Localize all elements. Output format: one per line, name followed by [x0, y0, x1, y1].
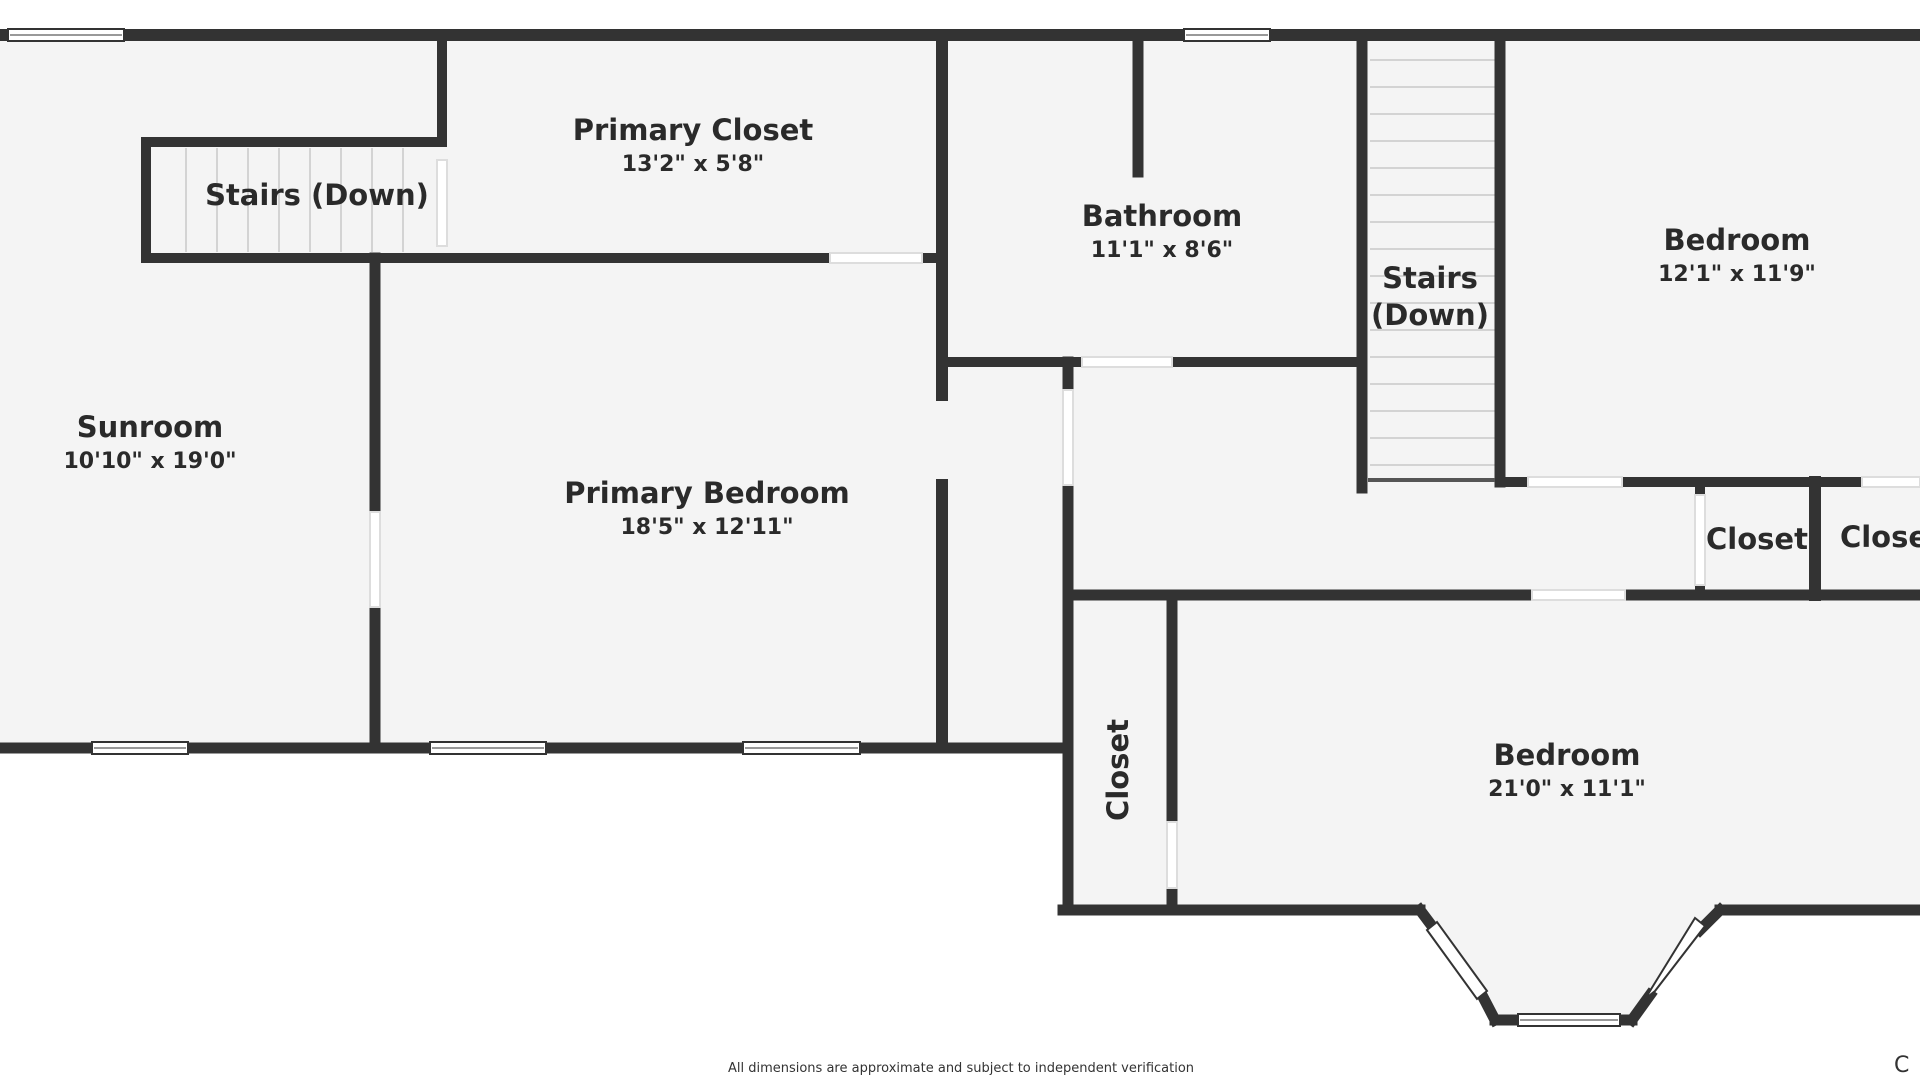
label-bathroom: Bathroom: [1082, 199, 1243, 233]
door-vclosed: [1166, 821, 1178, 889]
door-sunroom-primary: [369, 511, 381, 608]
label-stairs-right-1: Stairs: [1382, 261, 1478, 295]
door-openings: [369, 159, 1920, 889]
dims-bedroom-se: 21'0" x 11'1": [1488, 777, 1646, 802]
floor-areas: [0, 30, 1920, 1020]
window-bay-right: [1644, 916, 1707, 1000]
label-stairs-left: Stairs (Down): [205, 178, 429, 212]
stair-treads-left: [185, 148, 404, 252]
wall-bay-right-a: [1624, 987, 1658, 1028]
door-bedroom-se: [1531, 589, 1626, 601]
dims-primary-closet: 13'2" x 5'8": [622, 152, 764, 177]
label-stairs-right-2: (Down): [1371, 298, 1489, 332]
walls: [0, 29, 1920, 1028]
corner-glyph: C: [1894, 1053, 1909, 1078]
door-stair-closet: [436, 159, 448, 247]
label-closet-mid: Closet: [1706, 522, 1808, 556]
dims-bedroom-ne: 12'1" x 11'9": [1658, 262, 1816, 287]
floor-upper-left: [0, 30, 1065, 748]
label-sunroom: Sunroom: [77, 410, 224, 444]
floor-bedroom-se: [1065, 595, 1920, 1020]
disclaimer-text: All dimensions are approximate and subje…: [728, 1061, 1194, 1076]
dims-sunroom: 10'10" x 19'0": [63, 449, 236, 474]
label-primary-closet: Primary Closet: [573, 113, 814, 147]
window-bay-left: [1425, 920, 1489, 1001]
room-labels: Sunroom 10'10" x 19'0" Stairs (Down) Pri…: [63, 113, 1920, 821]
dims-bathroom: 11'1" x 8'6": [1091, 238, 1233, 263]
label-closet-vertical: Closet: [1101, 719, 1135, 821]
wall-bay-left-a: [1412, 902, 1440, 934]
door-hall: [1062, 389, 1074, 486]
door-closet-mid: [1694, 494, 1706, 586]
door-closet-primary: [829, 252, 923, 264]
door-bath: [1081, 356, 1173, 368]
label-primary-bedroom: Primary Bedroom: [564, 476, 849, 510]
stair-treads-right: [1370, 59, 1495, 466]
door-bedroom-ne-2: [1861, 476, 1920, 488]
label-closet-right: Close: [1840, 520, 1920, 554]
window-inner-lines: [10, 34, 1618, 1021]
label-bedroom-ne: Bedroom: [1664, 223, 1811, 257]
door-bedroom-ne: [1527, 476, 1623, 488]
dims-primary-bedroom: 18'5" x 12'11": [620, 515, 793, 540]
label-bedroom-se: Bedroom: [1494, 738, 1641, 772]
floor-upper-right: [1065, 30, 1920, 595]
